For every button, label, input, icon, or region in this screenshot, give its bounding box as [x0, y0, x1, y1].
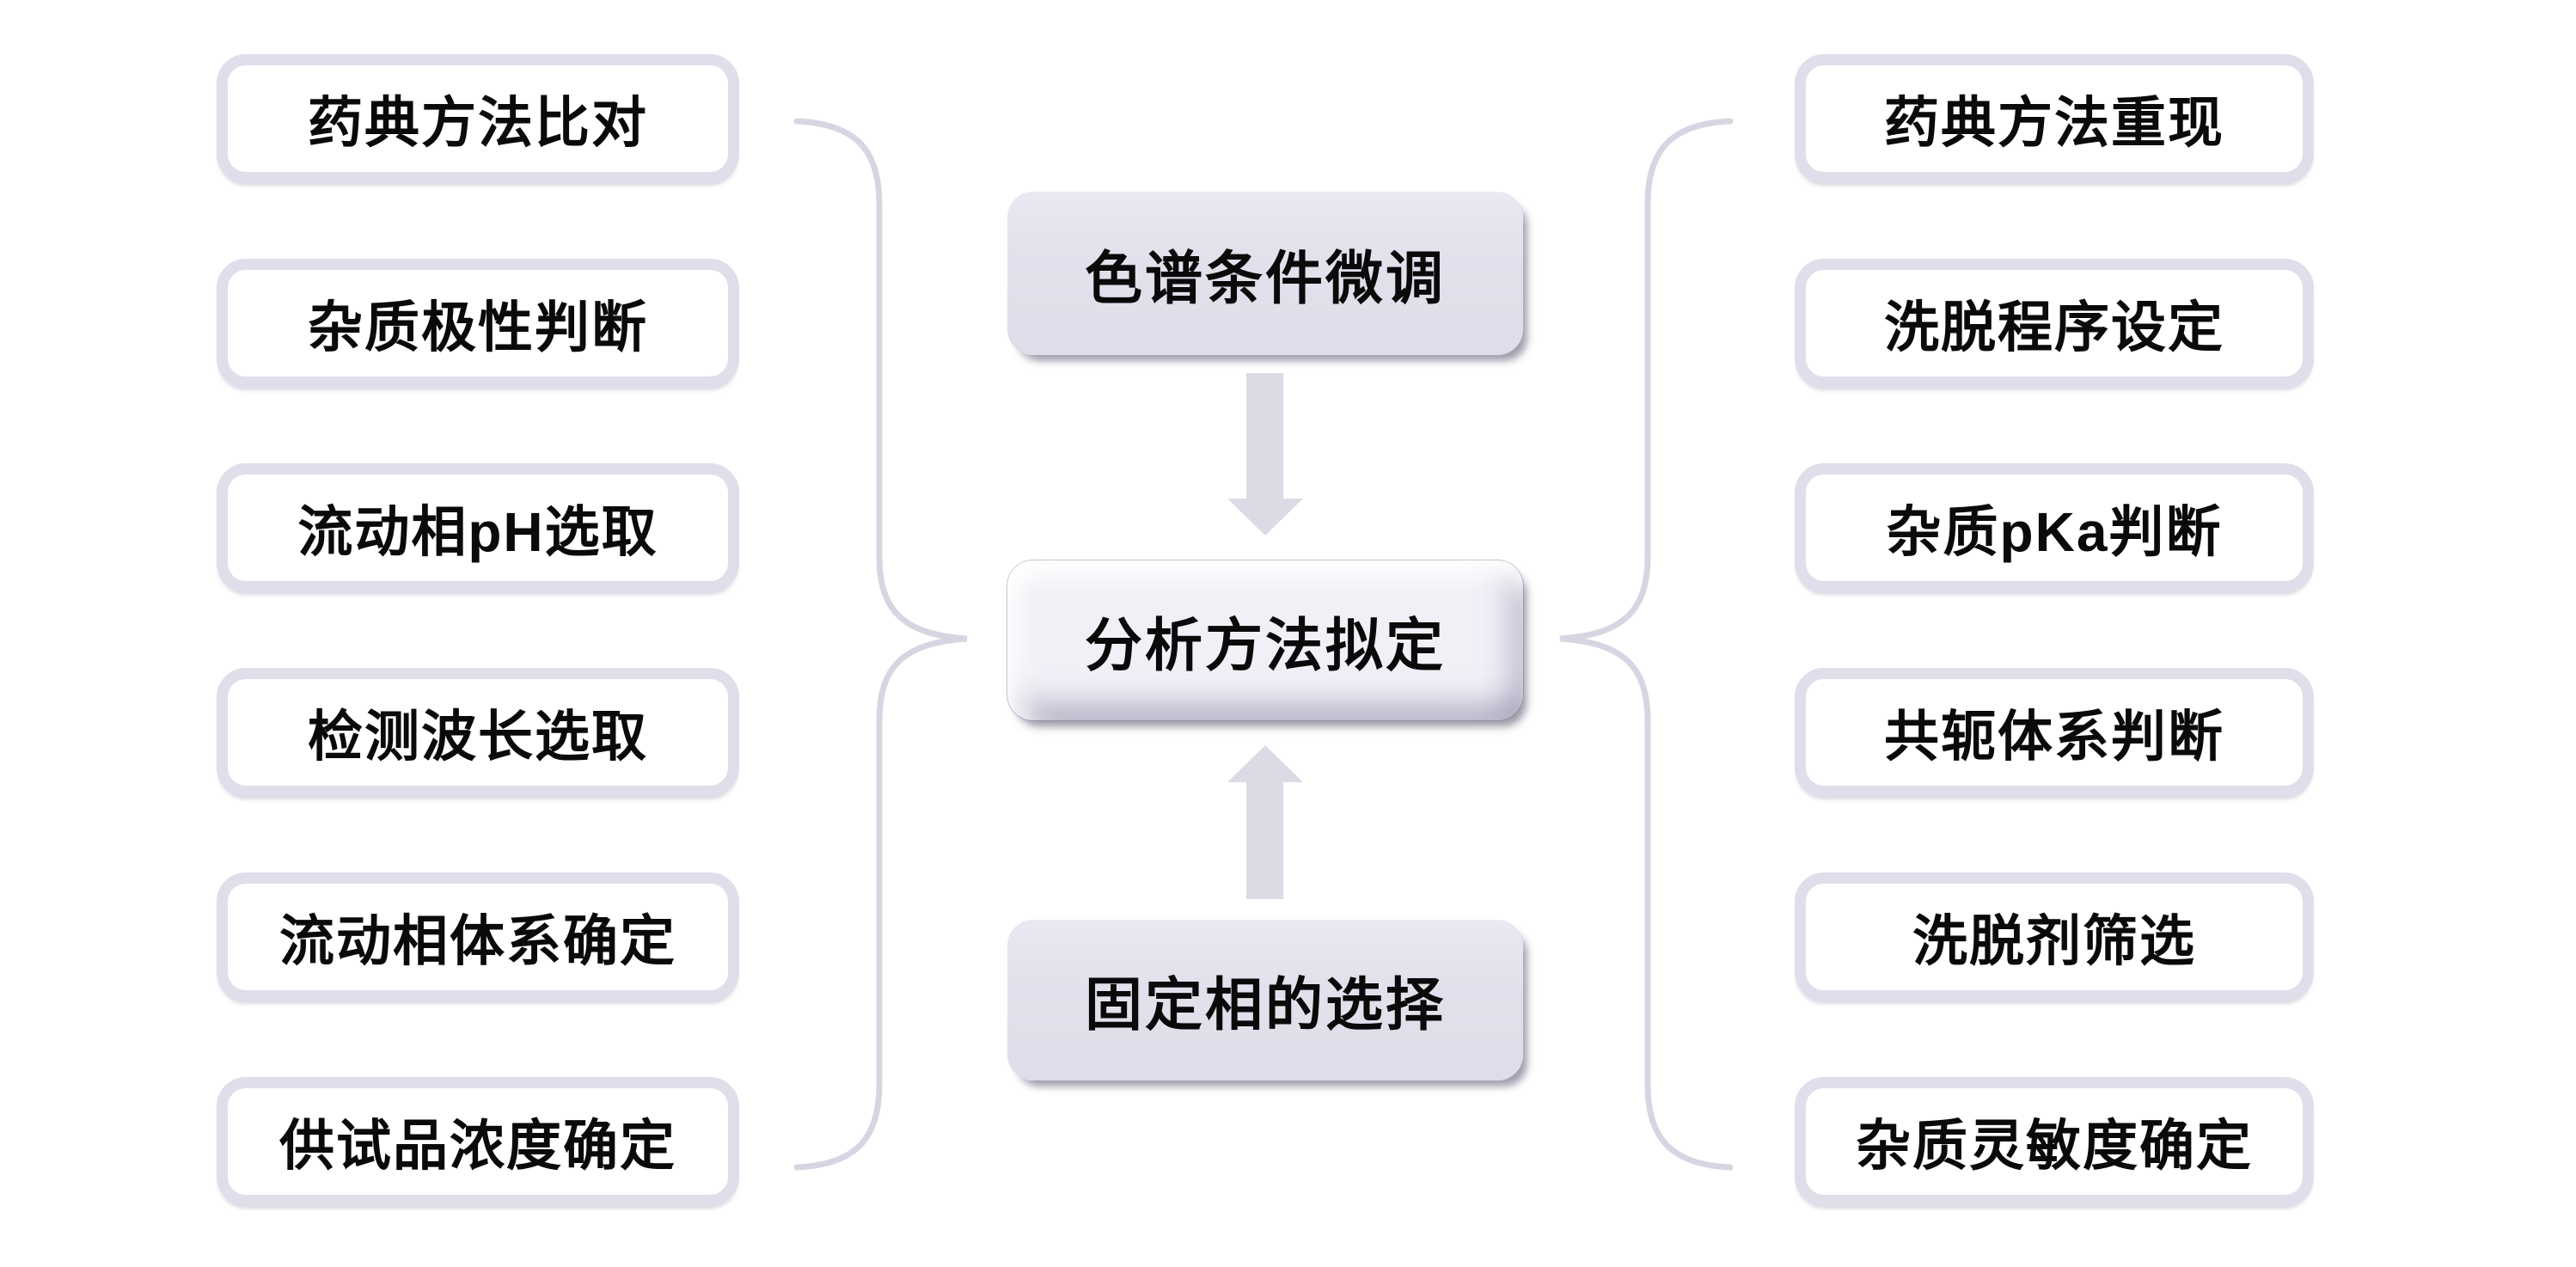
- up-arrow-icon: [1227, 745, 1303, 899]
- node-label: 色谱条件微调: [1085, 246, 1446, 311]
- down-arrow-icon: [1227, 373, 1303, 536]
- center-node-stationary-phase-selection: 固定相的选择: [1007, 920, 1523, 1080]
- node-label: 流动相pH选取: [297, 501, 658, 563]
- node-label: 流动相体系确定: [279, 910, 676, 972]
- node-label: 检测波长选取: [308, 706, 648, 768]
- left-node-mobile-phase-ph: 流动相pH选取: [217, 463, 739, 592]
- left-node-mobile-phase-system: 流动相体系确定: [217, 872, 739, 1001]
- center-node-analytical-method-drafting: 分析方法拟定: [1007, 560, 1523, 720]
- node-label: 药典方法重现: [1884, 92, 2224, 154]
- node-label: 洗脱剂筛选: [1912, 910, 2196, 972]
- node-label: 药典方法比对: [308, 92, 648, 154]
- node-label: 分析方法拟定: [1085, 613, 1446, 678]
- node-label: 杂质灵敏度确定: [1856, 1115, 2253, 1177]
- left-brace: [793, 118, 968, 1171]
- node-label: 供试品浓度确定: [279, 1115, 676, 1177]
- right-node-impurity-sensitivity: 杂质灵敏度确定: [1795, 1077, 2314, 1206]
- right-node-pharmacopoeia-reproduction: 药典方法重现: [1795, 54, 2314, 183]
- node-label: 固定相的选择: [1085, 973, 1446, 1037]
- node-label: 杂质极性判断: [308, 297, 648, 358]
- right-node-conjugated-system: 共轭体系判断: [1795, 668, 2314, 797]
- node-label: 洗脱程序设定: [1884, 297, 2224, 358]
- node-label: 杂质pKa判断: [1886, 501, 2223, 563]
- left-node-impurity-polarity: 杂质极性判断: [217, 259, 739, 388]
- right-node-eluent-screening: 洗脱剂筛选: [1795, 872, 2314, 1001]
- left-node-detection-wavelength: 检测波长选取: [217, 668, 739, 797]
- left-node-sample-concentration: 供试品浓度确定: [217, 1077, 739, 1206]
- right-node-elution-program: 洗脱程序设定: [1795, 259, 2314, 388]
- right-node-impurity-pka: 杂质pKa判断: [1795, 463, 2314, 592]
- right-brace: [1559, 118, 1734, 1171]
- center-node-chromatographic-fine-tuning: 色谱条件微调: [1007, 192, 1523, 355]
- node-label: 共轭体系判断: [1884, 706, 2224, 768]
- left-node-pharmacopoeia-comparison: 药典方法比对: [217, 54, 739, 183]
